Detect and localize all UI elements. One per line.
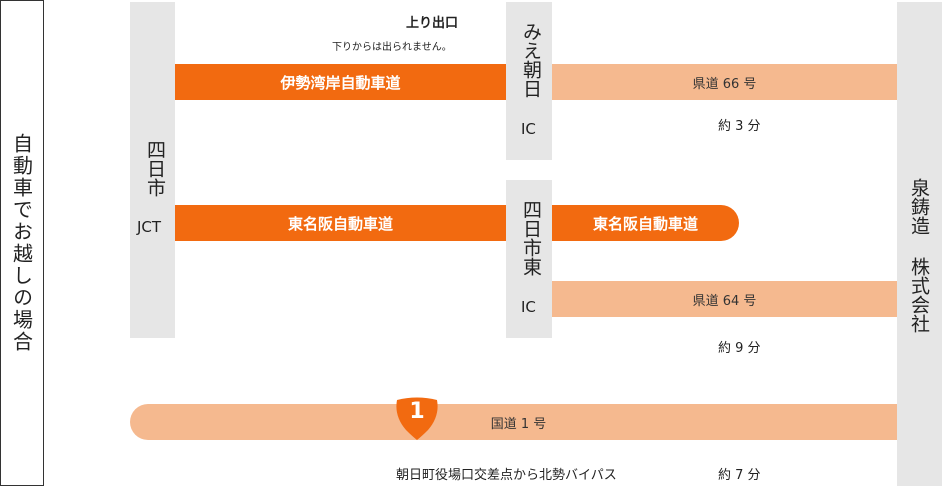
route1-shield-icon: 1 xyxy=(392,396,442,442)
exit-notice-detail: 下りからは出られません。 xyxy=(332,42,452,53)
road-route1-label: 国道 1 号 xyxy=(490,416,547,432)
road-tomei-right: 東名阪自動車道 xyxy=(552,205,739,241)
road-route1: 国道 1 号 xyxy=(130,404,897,440)
road-pref66: 県道 66 号 xyxy=(552,64,897,100)
time-pref66: 約 3 分 xyxy=(718,119,761,134)
time-pref64: 約 9 分 xyxy=(718,341,761,356)
ic-mid-type: IC xyxy=(521,298,536,316)
ic-column-mid xyxy=(506,180,552,338)
exit-notice-title: 上り出口 xyxy=(406,16,459,31)
junction-column-left xyxy=(130,2,175,338)
junction-left-name: 四日市 xyxy=(144,140,166,197)
company-column xyxy=(897,2,942,486)
side-title-box: 自動車でお越しの場合 xyxy=(0,0,44,486)
ic-mid-name: 四日市東 xyxy=(520,200,542,276)
road-tomei-left: 東名阪自動車道 xyxy=(175,205,506,241)
time-route1: 約 7 分 xyxy=(718,468,761,483)
ic-top-name: みえ朝日 xyxy=(520,22,542,98)
route1-note: 朝日町役場口交差点から北勢バイパス xyxy=(396,468,617,483)
road-pref64: 県道 64 号 xyxy=(552,281,897,317)
ic-top-type: IC xyxy=(521,120,536,138)
route1-shield-number: 1 xyxy=(409,399,425,424)
junction-left-type: JCT xyxy=(137,218,162,236)
route1-shield-shape xyxy=(396,397,438,440)
ic-column-top xyxy=(506,2,552,160)
side-title: 自動車でお越しの場合 xyxy=(9,133,34,353)
company-name: 泉鋳造 株式会社 xyxy=(908,178,930,333)
road-isewan: 伊勢湾岸自動車道 xyxy=(175,64,506,100)
